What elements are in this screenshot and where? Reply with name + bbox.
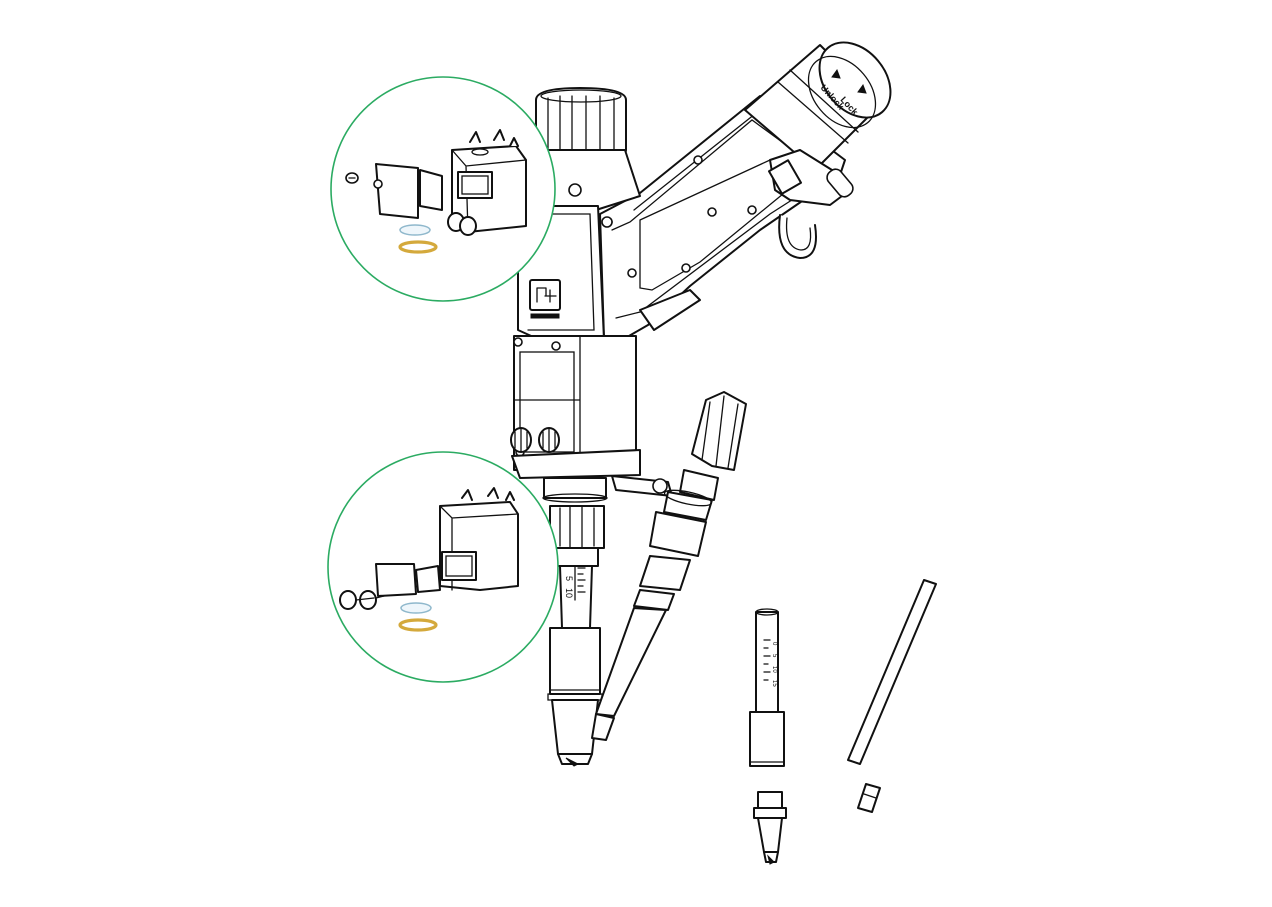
spare-nozzle-tip [753,791,787,865]
handle-trigger [767,149,854,259]
detail-circle-top [330,76,556,302]
spare-wire-tip [857,783,881,813]
seal-ring [398,240,438,254]
triangle-up-icon [857,83,867,94]
triangle-up-icon [831,68,841,79]
nozzle-assembly: 5 10 [547,505,605,767]
tube-scale-15: 15 [771,680,777,687]
nozzle-scale-10: 10 [564,588,574,598]
detail-circle-bottom [327,451,559,683]
nozzle-scale-5: 5 [564,576,574,581]
tube-scale-5: 5 [771,654,777,658]
fiber-connector-cylinder: Unlock Lock [744,41,892,171]
thumb-screw [510,427,560,453]
tube-scale-10: 10 [771,666,777,673]
spare-nozzle-tube: 0 5 10 15 [749,608,785,767]
main-body [510,87,641,503]
tube-scale-0: 0 [771,642,777,646]
seal-ring [398,618,438,632]
brand-logo [529,279,561,319]
wire-feed-nozzle [591,391,747,741]
protective-lens [400,602,432,614]
protective-lens [399,224,431,236]
spare-wire-rod [847,579,937,765]
